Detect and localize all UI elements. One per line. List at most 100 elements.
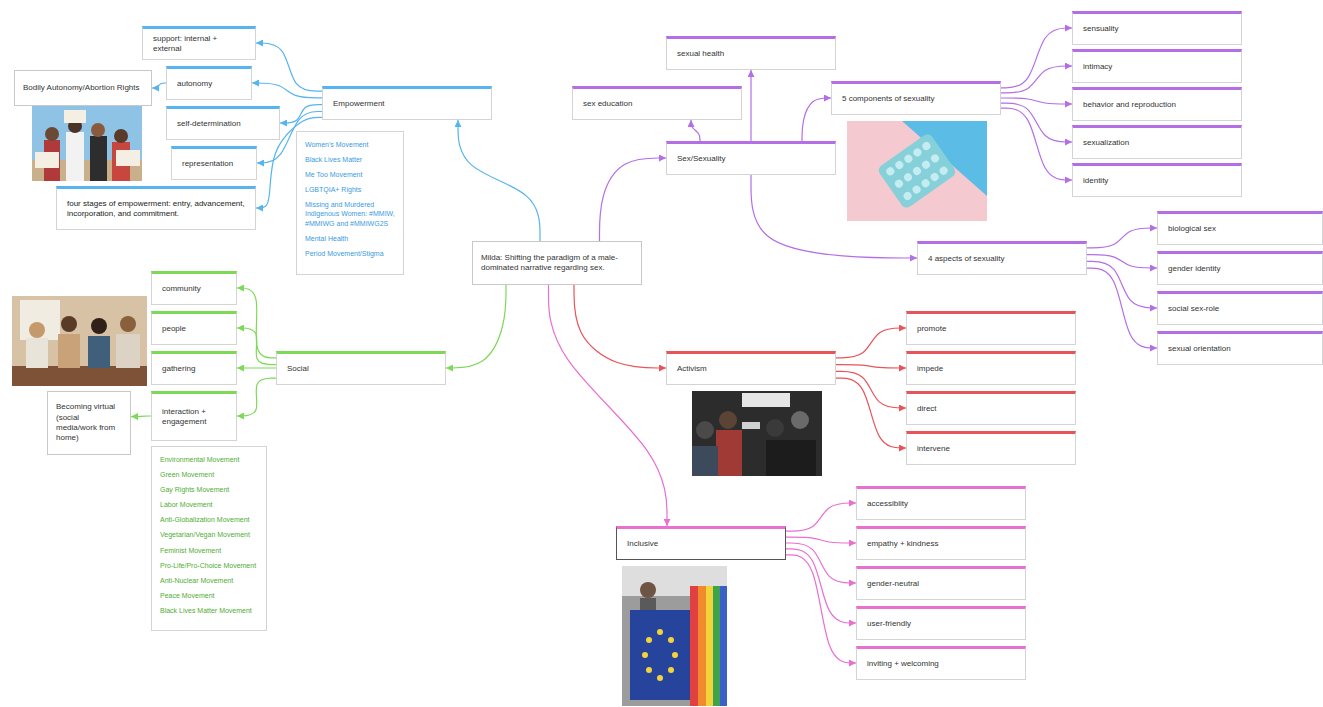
illustration-shape <box>26 338 48 368</box>
node-label: self-determination <box>177 119 269 129</box>
illustration-shape <box>713 586 720 706</box>
illustration-shape <box>876 132 957 210</box>
topic-box: impede <box>906 351 1076 385</box>
node-label: identity <box>1083 176 1231 186</box>
list-item: Missing and Murdered Indigenous Women: #… <box>305 200 395 227</box>
connector <box>549 285 668 526</box>
illustration-shape <box>791 411 809 429</box>
node-label: promote <box>917 324 1065 334</box>
node-label: sensuality <box>1083 24 1231 34</box>
node-label: Inclusive <box>627 539 775 549</box>
pill-photo <box>847 121 987 221</box>
illustration-shape <box>90 136 107 181</box>
node-label: biological sex <box>1168 224 1312 234</box>
illustration-shape <box>66 132 84 181</box>
connector <box>131 415 151 417</box>
illustration-shape <box>61 316 77 332</box>
node-label: inviting + welcoming <box>867 659 1015 669</box>
illustration-shape <box>742 393 790 407</box>
node-label: accessiblity <box>867 499 1015 509</box>
illustration-shape <box>668 637 674 643</box>
list-item: Vegetarian/Vegan Movement <box>160 530 258 539</box>
flag-photo <box>622 566 727 706</box>
topic-box: Milda: Shifting the paradigm of a male-d… <box>472 241 642 285</box>
topic-box: Inclusive <box>616 526 786 560</box>
list-item: Pro-Life/Pro-Choice Movement <box>160 561 258 570</box>
topic-box: Becoming virtual (social media/work from… <box>47 391 131 455</box>
node-label: Milda: Shifting the paradigm of a male-d… <box>481 253 633 274</box>
topic-box: intimacy <box>1072 49 1242 83</box>
node-label: Becoming virtual (social media/work from… <box>56 402 122 444</box>
list-item: Labor Movement <box>160 500 258 509</box>
node-label: representation <box>182 159 246 169</box>
illustration-shape <box>903 153 914 164</box>
node-label: autonomy <box>177 79 241 89</box>
node-label: impede <box>917 364 1065 374</box>
connector <box>252 83 322 98</box>
topic-box: direct <box>906 391 1076 425</box>
topic-box: community <box>151 271 237 305</box>
node-label: Bodily Autonomy/Abortion Rights <box>23 83 143 93</box>
illustration-shape <box>116 334 140 368</box>
illustration-shape <box>640 598 656 610</box>
topic-box: 5 components of sexuality <box>831 81 1001 115</box>
node-label: people <box>162 324 226 334</box>
topic-box: self-determination <box>166 106 280 140</box>
node-label: intervene <box>917 444 1065 454</box>
illustration-shape <box>88 336 110 368</box>
illustration-shape <box>929 171 940 182</box>
illustration-shape <box>657 629 663 635</box>
topic-box: Sex/Sexuality <box>666 141 836 175</box>
list-item: Environmental Movement <box>160 455 258 464</box>
list-box: Women's MovementBlack Lives MatterMe Too… <box>296 131 404 275</box>
topic-box: gathering <box>151 351 237 385</box>
node-label: Empowerment <box>333 99 481 109</box>
illustration-shape <box>876 132 957 210</box>
connector <box>280 105 322 123</box>
topic-box: promote <box>906 311 1076 345</box>
illustration-shape <box>911 184 922 195</box>
node-label: four stages of empowerment: entry, advan… <box>67 199 245 220</box>
illustration-shape <box>706 586 713 706</box>
connector <box>786 503 856 531</box>
node-label: direct <box>917 404 1065 414</box>
node-label: 5 components of sexuality <box>842 94 990 104</box>
node-label: Sex/Sexuality <box>677 154 825 164</box>
connector <box>836 378 906 448</box>
people-photo <box>12 296 147 386</box>
connector <box>1001 108 1072 180</box>
list-item: Green Movement <box>160 470 258 479</box>
illustration-shape <box>29 322 45 338</box>
node-label: user-friendly <box>867 619 1015 629</box>
node-label: sexualization <box>1083 138 1231 148</box>
connector <box>446 285 506 368</box>
connector <box>600 158 667 241</box>
illustration-shape <box>920 159 931 170</box>
connector <box>1087 268 1157 348</box>
topic-box: identity <box>1072 163 1242 197</box>
illustration-shape <box>692 446 718 476</box>
illustration-shape <box>91 318 107 334</box>
topic-box: biological sex <box>1157 211 1323 245</box>
connector <box>1087 228 1157 248</box>
connector <box>750 70 751 141</box>
illustration-shape <box>893 178 904 189</box>
list-item: Anti-Nuclear Movement <box>160 576 258 585</box>
node-label: sex education <box>583 99 731 109</box>
illustration-shape <box>657 675 663 681</box>
node-label: gender identity <box>1168 264 1312 274</box>
connector <box>237 328 276 365</box>
node-label: social sex-role <box>1168 304 1312 314</box>
illustration-shape <box>114 129 128 143</box>
list-item: Anti-Globalization Movement <box>160 515 258 524</box>
illustration-shape <box>938 165 949 176</box>
node-label: sexual orientation <box>1168 344 1312 354</box>
illustration-shape <box>672 652 678 658</box>
connector <box>574 285 666 368</box>
activism-photo <box>692 391 822 476</box>
connector <box>152 83 166 88</box>
illustration-shape <box>902 190 913 201</box>
connector <box>237 378 276 416</box>
list-item: Period Movement/Stigma <box>305 249 395 258</box>
connector <box>691 120 700 141</box>
